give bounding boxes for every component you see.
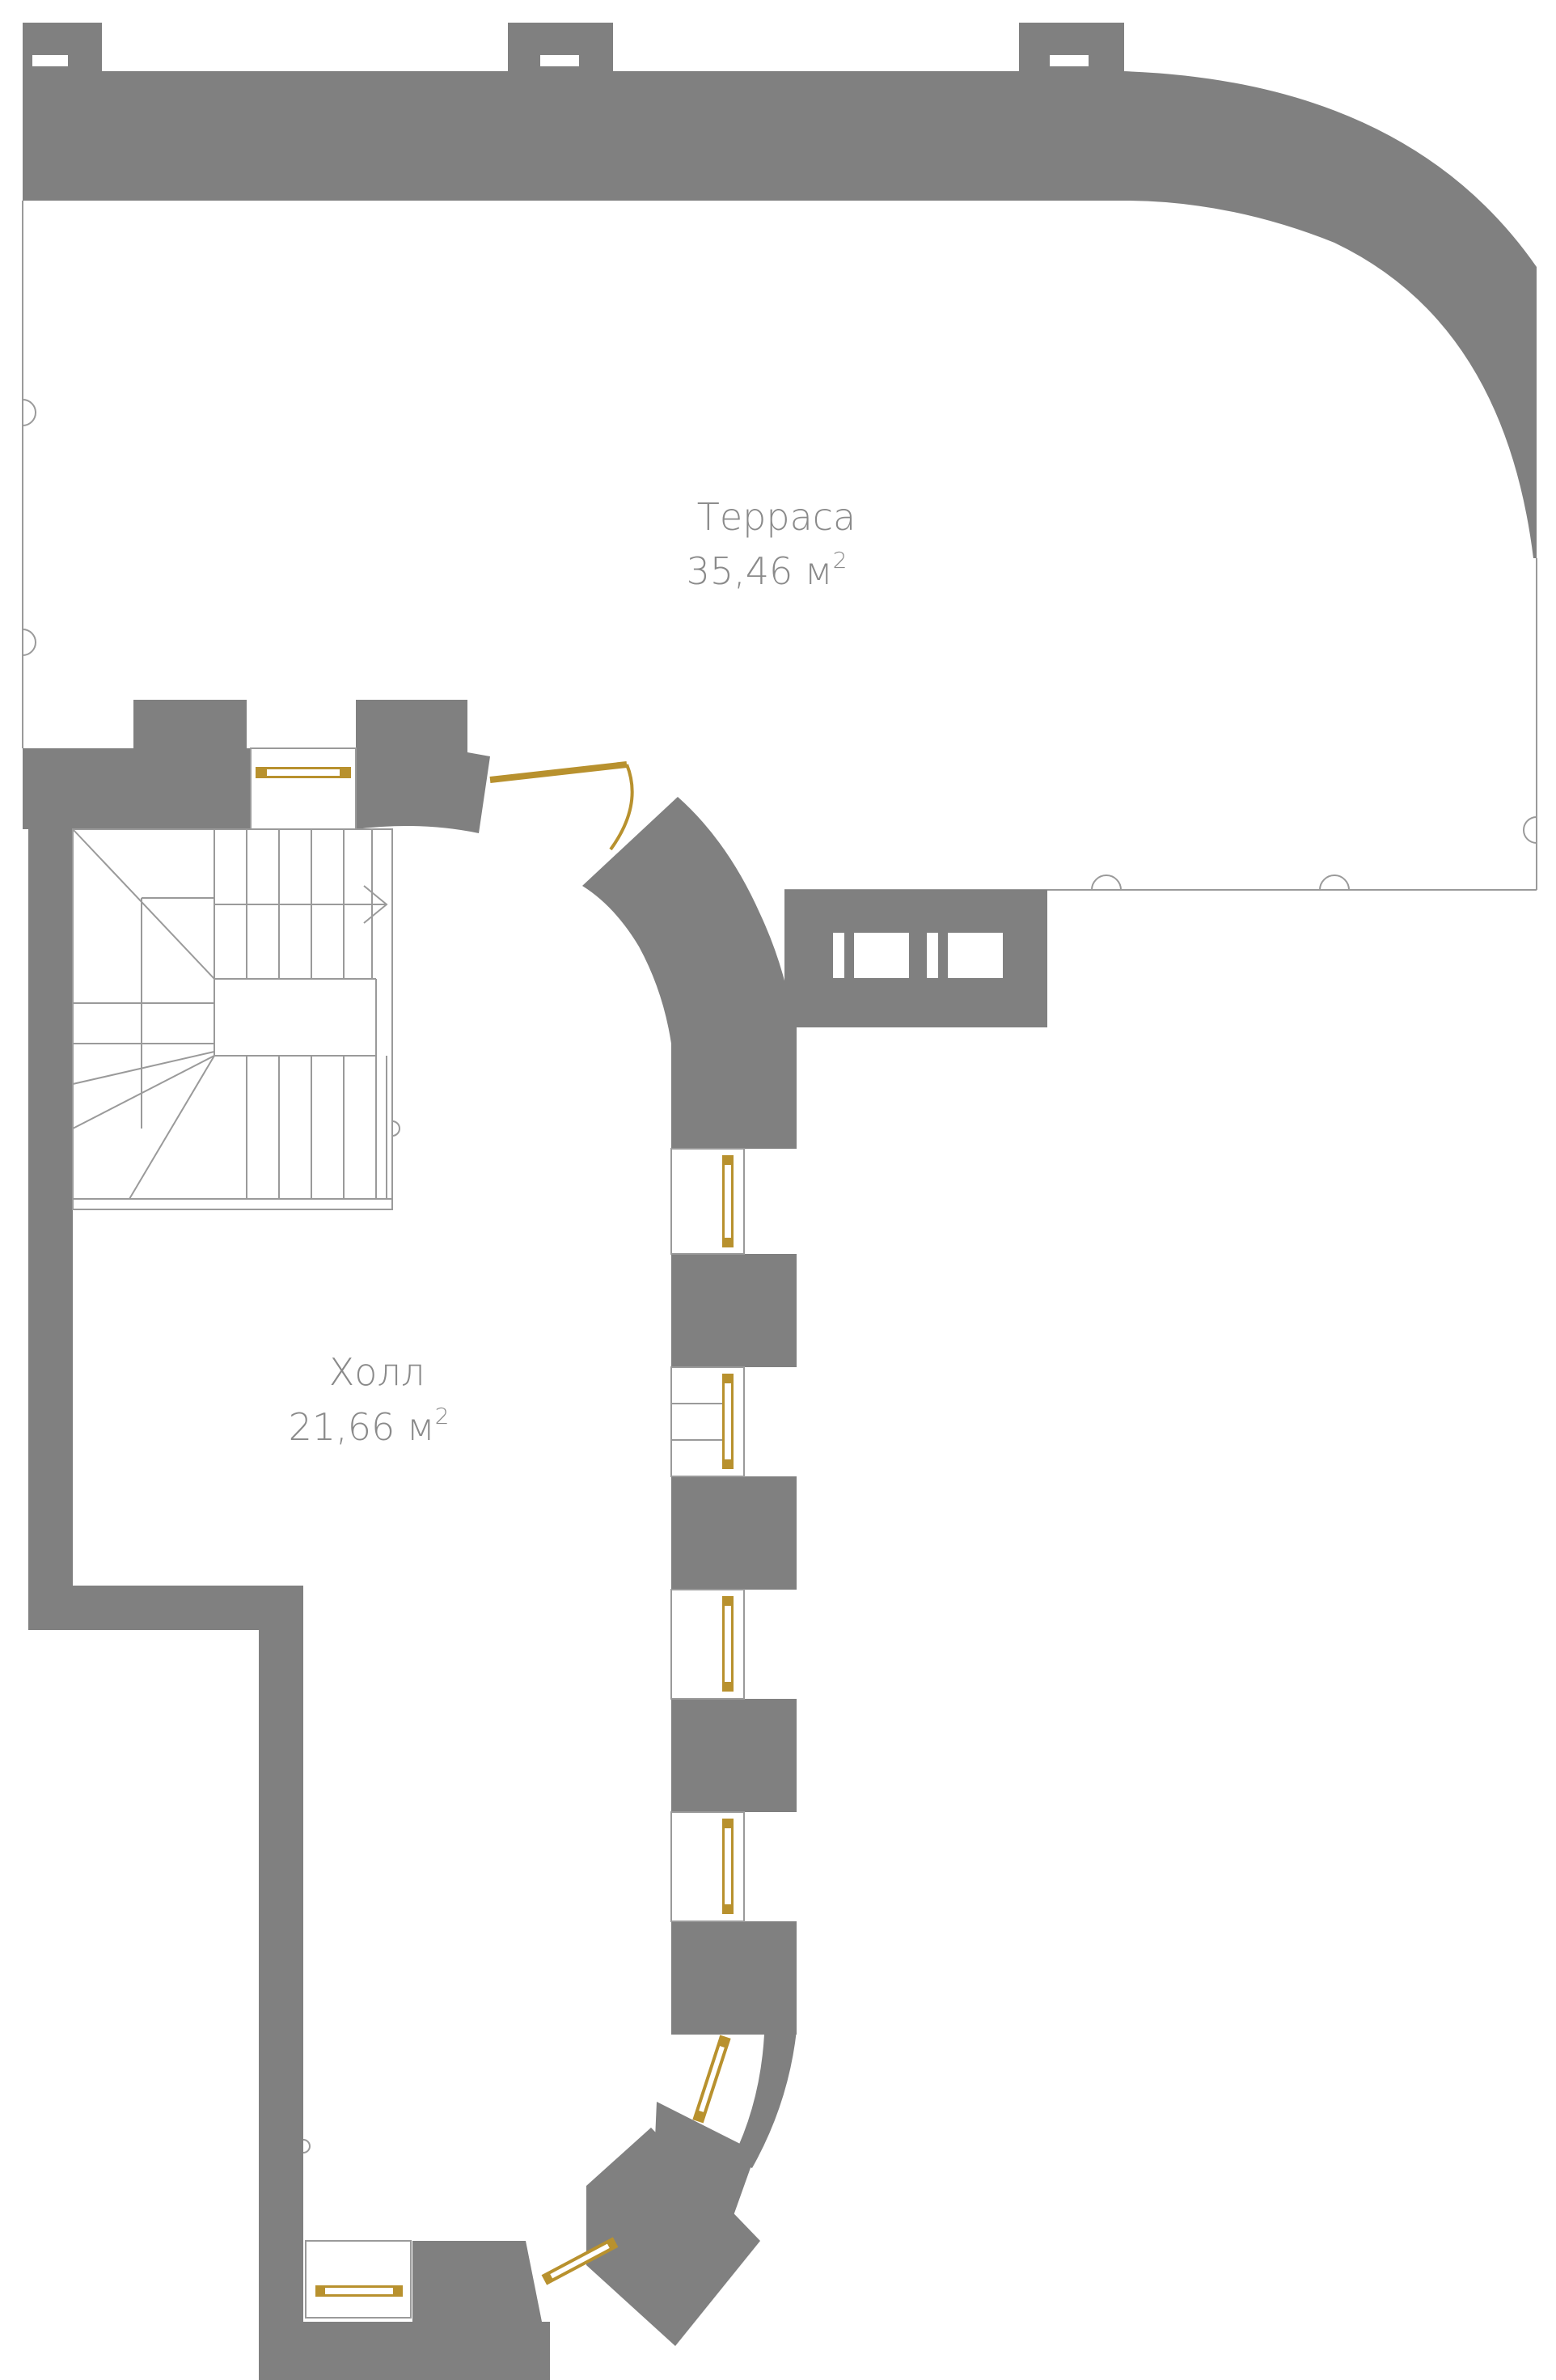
hall-area: 21,66 м2: [289, 1403, 450, 1449]
terrace-area: 35,46 м2: [687, 547, 848, 593]
vent-block-body: [784, 890, 1047, 1027]
hall-left-walls: [28, 829, 550, 2380]
wall-segment: [23, 748, 251, 829]
hall-left-wall: [28, 829, 73, 1628]
terrace-name: Терраса: [697, 495, 856, 539]
vent-block: [784, 890, 1047, 1027]
stair-arrow-icon: [363, 885, 388, 924]
hall-label: Холл 21,66 м2: [289, 1350, 450, 1449]
drain-icon: [1523, 816, 1537, 844]
stair-winder: [72, 1051, 215, 1085]
pillar-block: [671, 1476, 797, 1590]
curved-wall-window: [670, 1589, 745, 1700]
hall-name: Холл: [329, 1350, 425, 1394]
vent-opening: [833, 933, 844, 978]
terrace-label: Терраса 35,46 м2: [687, 495, 856, 593]
window-glass: [325, 2288, 393, 2294]
stair-outline: [72, 828, 393, 1210]
hall-step-wall: [28, 1586, 303, 1630]
hall-window: [305, 2240, 412, 2319]
stair-winder: [72, 1055, 215, 1129]
vent-opening: [927, 933, 938, 978]
area-unit-superscript: 2: [435, 1403, 450, 1429]
door-swing: [609, 764, 634, 851]
curved-wall-window: [670, 1811, 745, 1922]
drain-icon: [1319, 875, 1350, 891]
hall-curved-wall: [541, 797, 797, 2346]
vent-opening: [854, 933, 909, 978]
terrace-door: [489, 761, 634, 851]
terrace-hall-wall: [23, 700, 490, 833]
vent-slot-3: [1050, 55, 1089, 66]
vent-slot-2: [540, 55, 579, 66]
vent-opening: [948, 933, 1003, 978]
door-leaf: [489, 761, 628, 783]
staircase: [72, 828, 400, 1210]
drain-icon: [22, 399, 36, 426]
window-glass: [267, 769, 340, 776]
curved-wall-window: [670, 1366, 745, 1477]
vent-slot-1: [32, 55, 68, 66]
pillar-block: [671, 1699, 797, 1812]
area-unit-superscript: 2: [833, 547, 848, 574]
pillar-block: [671, 1921, 797, 2035]
angled-window: [692, 2035, 731, 2124]
pillar-right: [356, 700, 490, 833]
terrace-top-wall: [23, 23, 1537, 558]
handrail-end-icon: [391, 1120, 400, 1137]
terrace-window: [250, 747, 357, 830]
bottom-corner-block: [412, 2241, 548, 2380]
drain-icon: [22, 629, 36, 656]
wall-tab: [728, 1027, 797, 1149]
drain-icon: [1091, 875, 1122, 891]
curved-wall-lower: [671, 2031, 797, 2168]
curved-pillar-bottom: [586, 2128, 760, 2346]
radiator-icon: [302, 2139, 311, 2153]
top-wall-curved: [23, 71, 1537, 558]
angled-window: [541, 2237, 619, 2285]
curved-wall-window: [670, 1148, 745, 1255]
pillar-left: [133, 700, 247, 752]
hall-lower-left-wall: [259, 1586, 303, 2380]
pillar-block: [671, 1254, 797, 1367]
stair-winder: [72, 828, 215, 980]
stair-winder: [129, 1055, 215, 1200]
